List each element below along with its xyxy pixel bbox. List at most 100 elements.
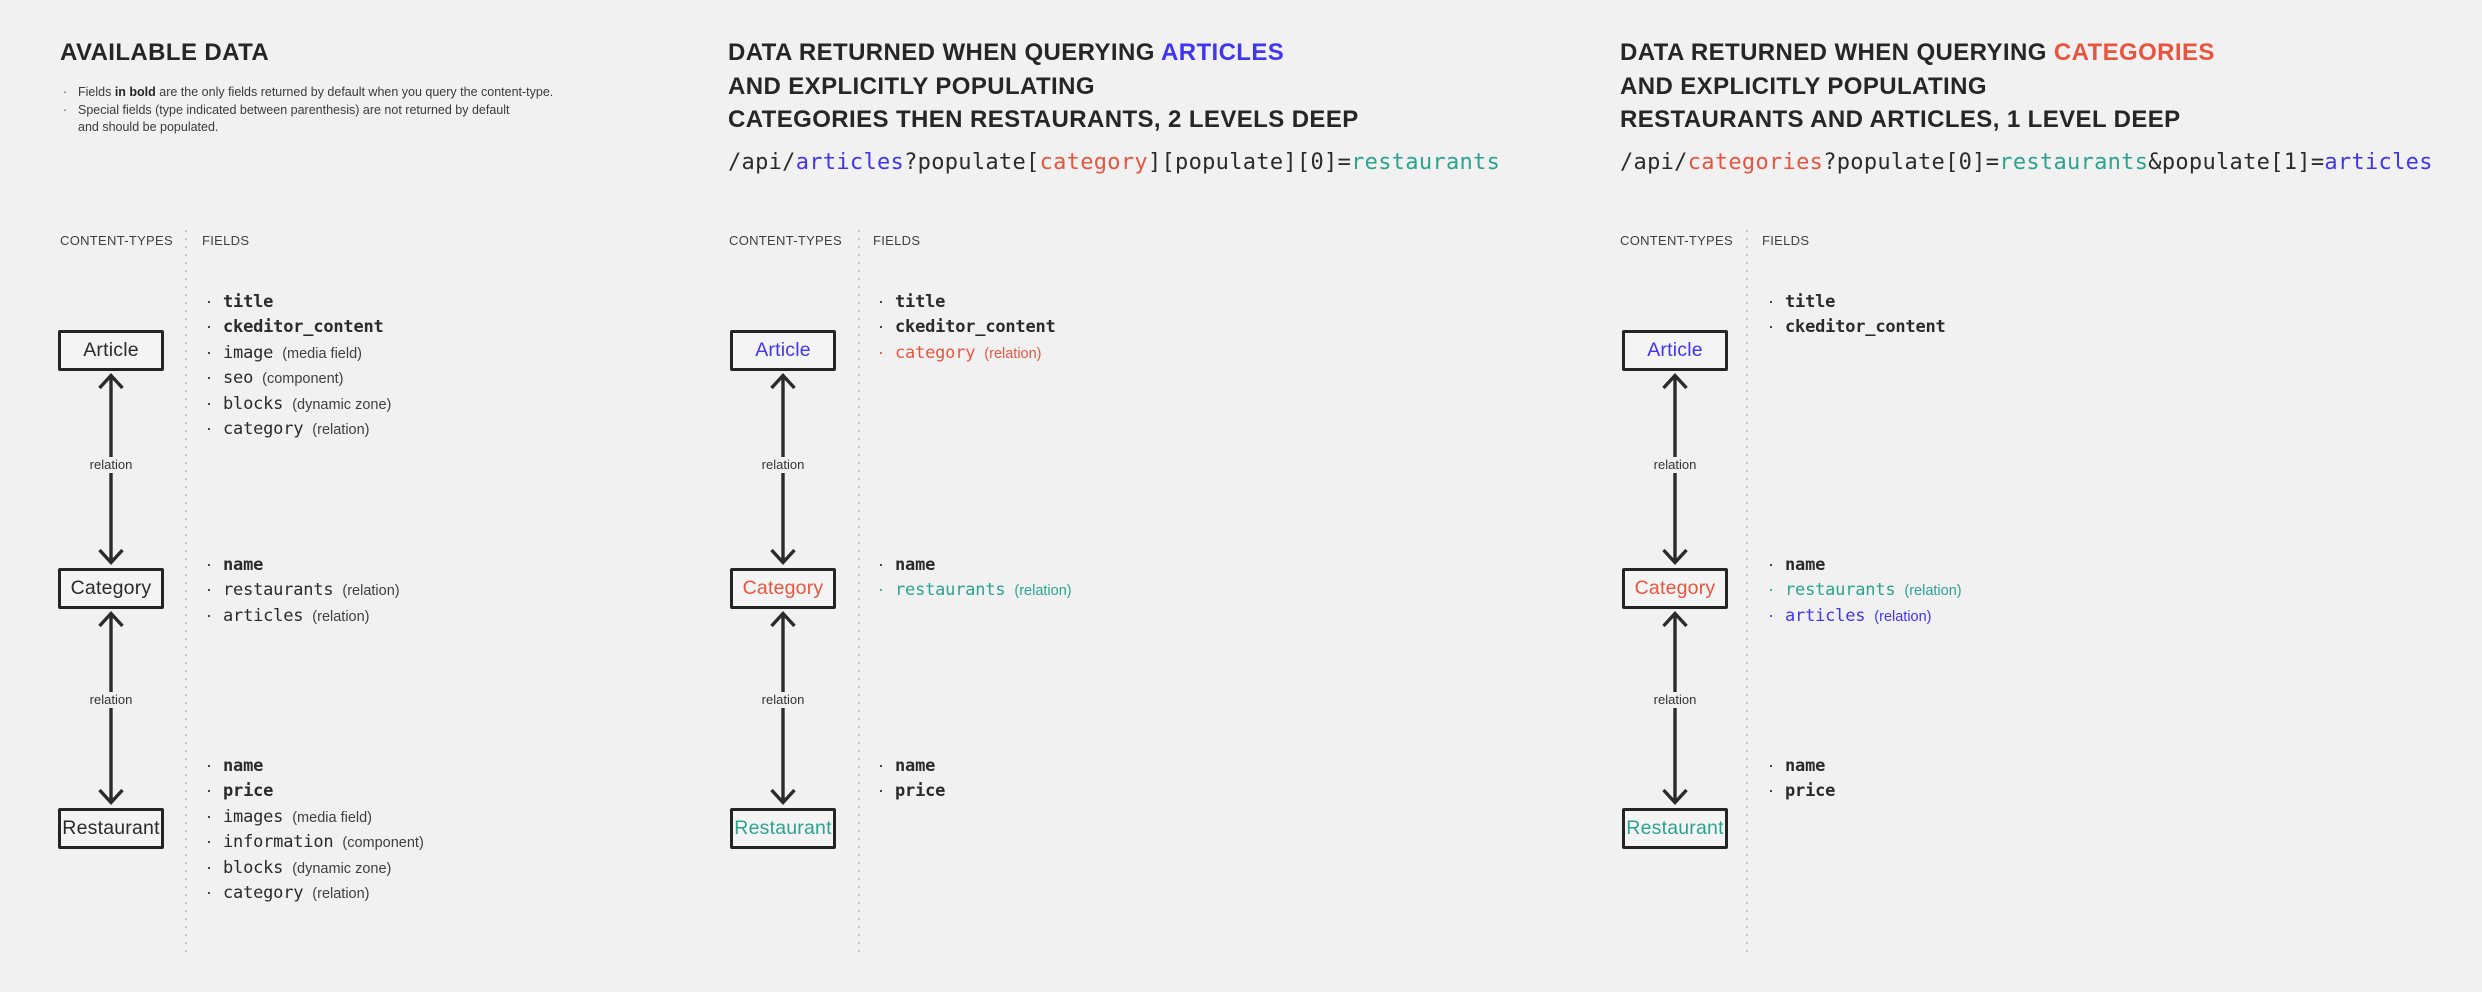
field-item: ·blocks(dynamic zone) <box>206 393 391 418</box>
content-type-box-label: Article <box>83 339 139 361</box>
field-name: category <box>223 418 304 439</box>
field-name: images <box>223 806 284 827</box>
api-url-segment: /api/ <box>728 150 796 175</box>
fields-label: FIELDS <box>202 233 250 248</box>
relation-label: relation <box>1648 692 1702 708</box>
note-text-part: in bold <box>114 85 156 99</box>
fields-group-article: · title ·ckeditor_content·category(relatio… <box>878 291 1056 367</box>
field-item: ·ckeditor_content <box>878 316 1056 341</box>
fields-group-article: ·title·ckeditor_content·image(media fiel… <box>206 291 391 443</box>
content-type-box-label: Article <box>1647 339 1703 361</box>
fields-group-category: ·name·restaurants(relation) <box>878 554 1072 605</box>
bullet-icon: · <box>63 85 68 99</box>
bullet-icon: · <box>878 755 884 775</box>
field-type: (relation) <box>984 345 1042 362</box>
field-type: (relation) <box>312 421 370 438</box>
api-url-segment: &populate[1]= <box>2148 150 2325 175</box>
bullet-icon: · <box>878 341 884 362</box>
content-type-box-restaurant: Restaurant <box>730 808 836 849</box>
field-item: ·images(media field) <box>206 806 424 831</box>
fields-group-restaurant: · name· price <box>1768 755 1835 806</box>
content-type-box-category: Category <box>58 568 164 609</box>
field-item: ·category(relation) <box>878 342 1056 367</box>
api-url-segment: ?populate[0]= <box>1823 150 2000 175</box>
field-name: restaurants <box>895 580 1006 601</box>
note-item: ·Fields in bold are the only fields retu… <box>63 84 553 102</box>
relation-arrow-icon <box>1662 611 1688 805</box>
field-name: seo <box>223 368 254 389</box>
panel-title-line: AND EXPLICITLY POPULATING <box>728 70 1359 104</box>
field-name: restaurants <box>223 580 334 601</box>
field-item: ·articles(relation) <box>1768 605 1962 630</box>
title-segment: DATA RETURNED WHEN QUERYING <box>728 39 1161 66</box>
relation-label: relation <box>84 457 138 473</box>
field-item: ·name <box>206 755 424 780</box>
field-name: name <box>1785 555 1826 575</box>
note-text-part: are the only fields returned by default … <box>155 85 554 99</box>
field-name: price <box>1785 781 1836 802</box>
api-url-segment: categories <box>1687 150 1824 175</box>
bullet-icon: · <box>1768 579 1774 600</box>
field-item: ·price <box>206 780 424 805</box>
bullet-icon: · <box>63 102 68 117</box>
field-name: name <box>223 555 264 575</box>
bullet-icon: · <box>1768 604 1774 625</box>
bullet-icon: · <box>206 392 212 413</box>
field-item: ·restaurants(relation) <box>206 579 400 604</box>
bullet-icon: · <box>206 831 212 852</box>
bullet-icon: · <box>1768 554 1774 574</box>
note-text: Special fields (type indicated between p… <box>78 102 510 137</box>
field-name: category <box>223 882 304 903</box>
bullet-icon: · <box>206 856 212 877</box>
api-url: /api/categories?populate[0]=restaurants&… <box>1620 151 2433 175</box>
field-item: ·articles(relation) <box>206 605 400 630</box>
api-url-segment: articles <box>2324 150 2433 175</box>
relation-arrow-icon <box>98 611 124 805</box>
content-types-label: CONTENT-TYPES <box>729 233 842 248</box>
content-type-box-article: Article <box>1622 330 1728 371</box>
content-type-box-article: Article <box>730 330 836 371</box>
field-type: (dynamic zone) <box>292 860 392 877</box>
field-name: ckeditor_content <box>223 317 384 338</box>
fields-label: FIELDS <box>873 233 921 248</box>
panel-title-line: AVAILABLE DATA <box>60 36 269 70</box>
field-name: information <box>223 832 334 853</box>
field-item: ·ckeditor_content <box>1768 316 1946 341</box>
api-url-segment: ?populate[ <box>904 150 1040 175</box>
field-name: price <box>895 781 946 802</box>
field-type: (relation) <box>1904 583 1962 600</box>
content-type-box-label: Restaurant <box>62 817 160 839</box>
field-name: title <box>223 292 274 312</box>
fields-divider <box>185 230 187 958</box>
field-name: title <box>895 292 946 312</box>
field-item: ·category(relation) <box>206 418 391 443</box>
bullet-icon: · <box>206 316 212 337</box>
panel-title-line: DATA RETURNED WHEN QUERYING CATEGORIES <box>1620 36 2215 70</box>
field-name: articles <box>1785 605 1866 626</box>
field-type: (relation) <box>1014 583 1072 600</box>
fields-group-category: ·name·restaurants(relation)·articles(rel… <box>1768 554 1962 630</box>
api-url-segment: category <box>1039 150 1148 175</box>
title-segment: CATEGORIES THEN RESTAURANTS, 2 LEVELS DE… <box>728 106 1359 133</box>
content-type-box-category: Category <box>730 568 836 609</box>
fields-group-restaurant: ·name·price <box>878 755 945 806</box>
panel-title-line: CATEGORIES THEN RESTAURANTS, 2 LEVELS DE… <box>728 103 1359 137</box>
field-item: ·information(component) <box>206 831 424 856</box>
relation-label: relation <box>1648 457 1702 473</box>
field-item: · name <box>1768 755 1835 780</box>
panel-title-line: DATA RETURNED WHEN QUERYING ARTICLES <box>728 36 1359 70</box>
content-type-box-label: Restaurant <box>1626 817 1724 839</box>
field-name: blocks <box>223 857 284 878</box>
bullet-icon: · <box>1768 755 1774 775</box>
bullet-icon: · <box>878 316 884 337</box>
field-item: · name <box>1768 554 1962 579</box>
field-name: name <box>1785 756 1826 776</box>
field-item: ·restaurants(relation) <box>1768 579 1962 604</box>
bullet-icon: · <box>206 780 212 801</box>
api-url-segment: articles <box>795 150 905 175</box>
field-name: blocks <box>223 393 284 414</box>
fields-group-category: ·name·restaurants(relation)·articles(rel… <box>206 554 400 630</box>
bullet-icon: · <box>878 291 884 311</box>
